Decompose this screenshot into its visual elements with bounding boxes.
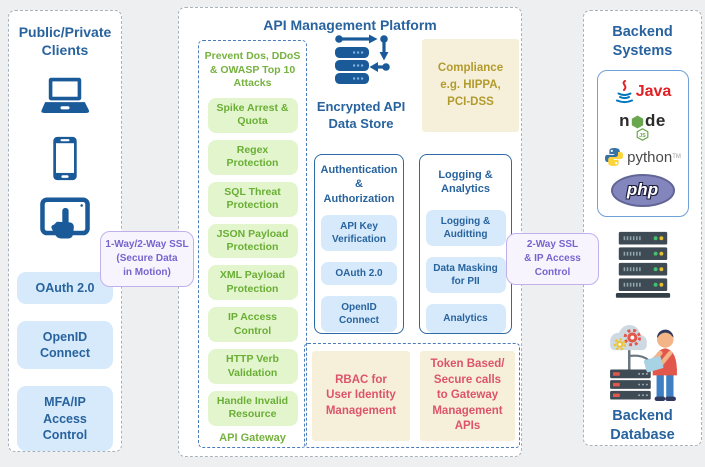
datastore-block: Encrypted API Data Store: [307, 34, 415, 133]
logging-chip-auditing: Logging & Auditting: [425, 209, 506, 246]
platform-panel: API Management Platform Prevent Dos, DDo…: [178, 7, 522, 457]
gateway-chip-json-payload: JSON Payload Protection: [207, 223, 298, 259]
clients-panel-title: Public/Private Clients: [18, 24, 112, 59]
compliance-box: Compliance e.g. HIPPA, PCI-DSS: [422, 39, 519, 132]
server-rack-icon: [615, 232, 670, 298]
gateway-chip-invalid-resource: Handle Invalid Resource: [207, 391, 298, 426]
gateway-label: API Gateway: [219, 431, 286, 444]
java-logo: Java: [614, 80, 671, 104]
backend-panel: Backend Systems Java n de: [583, 10, 702, 446]
backend-title: Backend Systems: [612, 24, 673, 59]
languages-box: Java n de JS: [596, 69, 689, 218]
clients-panel: Public/Private Clients OAuth 2.0 OpenID …: [8, 10, 122, 452]
backend-db-label: Backend Database: [610, 408, 675, 444]
platform-title: API Management Platform: [263, 17, 437, 33]
auth-title: Authentication & Authorization: [320, 164, 398, 205]
gateway-chip-http-verb: HTTP Verb Validation: [207, 349, 298, 385]
auth-chip-api-key: API Key Verification: [321, 214, 397, 251]
node-js-hexagon-icon: JS: [636, 127, 649, 141]
backend-db-illustration: [609, 324, 677, 401]
smartphone-icon: [53, 136, 77, 180]
php-logo: php: [610, 173, 675, 207]
logging-title: Logging & Analytics: [438, 169, 493, 196]
ssl-right-label: 2-Way SSL & IP Access Control: [506, 233, 599, 285]
client-mfa-chip: MFA/IP Access Control: [17, 386, 113, 452]
rbac-box: RBAC for User Identity Management: [312, 351, 410, 441]
encrypted-datastore-icon: [335, 34, 390, 84]
token-box: Token Based/ Secure calls to Gateway Man…: [420, 351, 515, 441]
auth-box: Authentication & Authorization API Key V…: [314, 154, 404, 334]
client-openid-chip: OpenID Connect: [17, 320, 113, 370]
node-hexagon-icon: [631, 115, 644, 129]
gateway-chip-spike-arrest: Spike Arrest & Quota: [207, 97, 298, 133]
auth-chip-oauth: OAuth 2.0: [321, 261, 397, 285]
gateway-header: Prevent Dos, DDoS & OWASP Top 10 Attacks: [204, 50, 301, 90]
management-group: RBAC for User Identity Management Token …: [304, 343, 520, 448]
auth-chip-openid: OpenID Connect: [321, 295, 397, 332]
ssl-left-label: 1-Way/2-Way SSL (Secure Data in Motion): [100, 231, 194, 287]
client-oauth-chip: OAuth 2.0: [17, 271, 113, 304]
tablet-touch-icon: [40, 197, 90, 239]
node-logo: n de JS: [619, 111, 666, 141]
laptop-icon: [41, 77, 90, 113]
api-gateway-group: Prevent Dos, DDoS & OWASP Top 10 Attacks…: [198, 40, 307, 448]
logging-chip-masking: Data Masking for PII: [425, 256, 506, 293]
logging-chip-analytics: Analytics: [425, 303, 506, 333]
gateway-chip-ip-access: IP Access Control: [207, 307, 298, 343]
gateway-chip-regex: Regex Protection: [207, 139, 298, 175]
datastore-label: Encrypted API Data Store: [316, 99, 406, 131]
java-cup-icon: [615, 80, 633, 104]
gateway-chip-xml-payload: XML Payload Protection: [207, 265, 298, 301]
gateway-chip-sql-threat: SQL Threat Protection: [207, 181, 298, 217]
logging-box: Logging & Analytics Logging & Auditting …: [419, 154, 512, 334]
python-snakes-icon: [605, 148, 624, 167]
svg-text:JS: JS: [639, 132, 646, 138]
